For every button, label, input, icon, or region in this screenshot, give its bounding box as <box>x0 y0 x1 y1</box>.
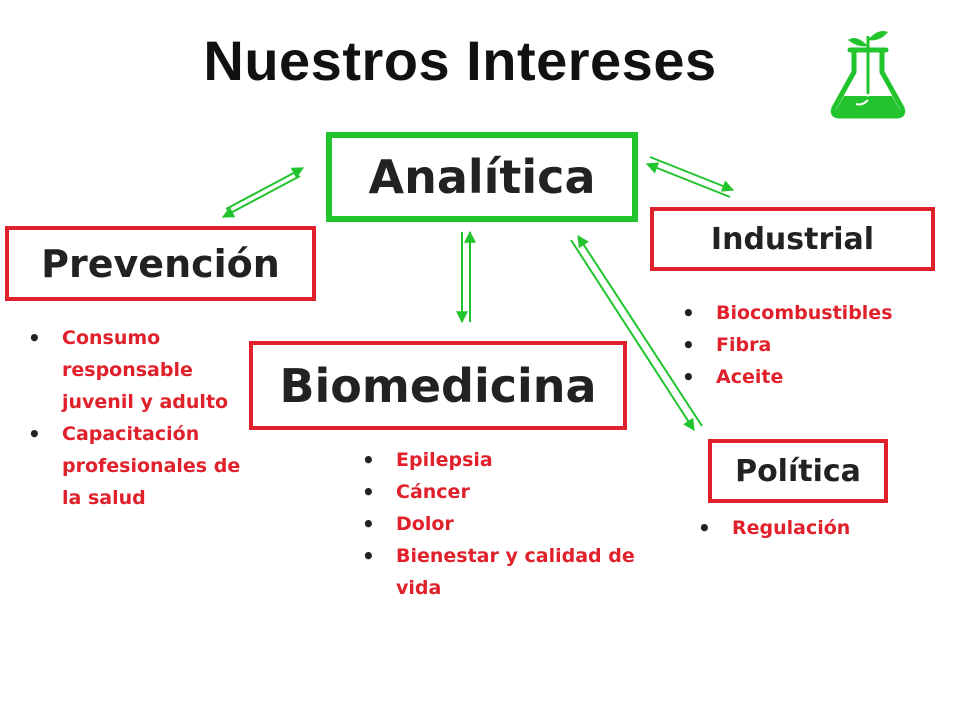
list-item: Dolor <box>362 508 652 540</box>
flask-plant-icon <box>830 31 906 119</box>
node-biomedicina-label: Biomedicina <box>279 358 597 413</box>
page-title: Nuestros Intereses <box>0 28 960 93</box>
list-item: Aceite <box>682 361 922 393</box>
node-biomedicina: Biomedicina <box>249 341 627 430</box>
list-item: Epilepsia <box>362 444 652 476</box>
arrow-to-analitica <box>577 234 703 427</box>
industrial-list: Biocombustibles Fibra Aceite <box>682 297 922 393</box>
list-item: Regulación <box>698 512 918 544</box>
arrow-to-analitica <box>645 162 731 198</box>
node-politica-label: Política <box>735 453 861 489</box>
node-analitica-label: Analítica <box>368 150 596 204</box>
politica-list: Regulación <box>698 512 918 544</box>
arrow-to-politica <box>570 239 695 432</box>
arrow-to-prevencion <box>221 175 301 218</box>
list-item: Cáncer <box>362 476 652 508</box>
node-analitica: Analítica <box>326 132 638 222</box>
node-prevencion: Prevención <box>5 226 316 301</box>
node-prevencion-label: Prevención <box>41 241 280 286</box>
node-industrial-label: Industrial <box>710 221 875 257</box>
node-politica: Política <box>708 439 888 503</box>
prevencion-list: Consumo responsable juvenil y adulto Cap… <box>28 322 248 514</box>
arrow-to-analitica <box>225 167 305 210</box>
list-item: Fibra <box>682 329 922 361</box>
biomedicina-list: Epilepsia Cáncer Dolor Bienestar y calid… <box>362 444 652 604</box>
node-industrial: Industrial <box>650 207 935 271</box>
page-title-text: Nuestros Intereses <box>203 29 717 92</box>
list-item: Capacitación profesionales de la salud <box>28 418 248 514</box>
list-item: Consumo responsable juvenil y adulto <box>28 322 248 418</box>
arrow-to-industrial <box>649 156 735 192</box>
list-item: Biocombustibles <box>682 297 922 329</box>
list-item: Bienestar y calidad de vida <box>362 540 652 604</box>
